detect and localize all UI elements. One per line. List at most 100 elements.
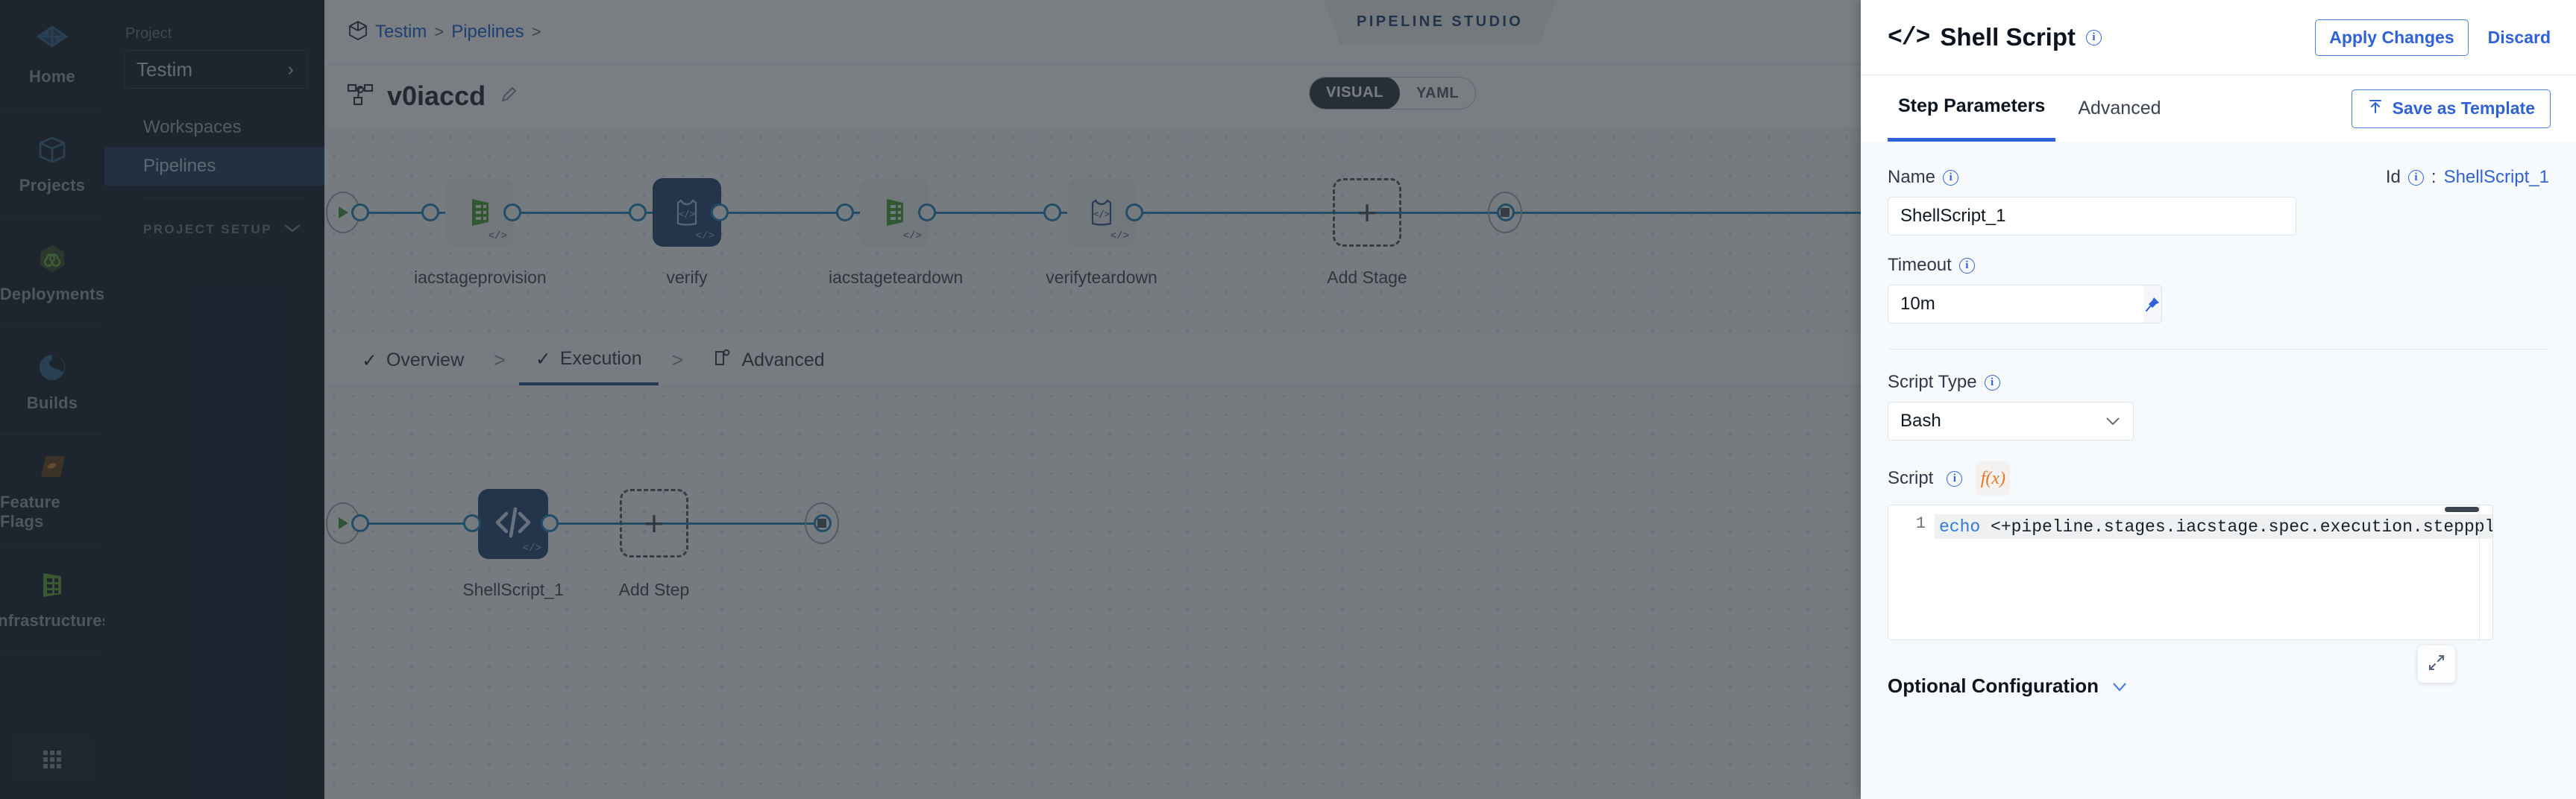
function-icon[interactable]: f(x) — [1976, 461, 2011, 496]
name-id-row: Name i Id i : ShellScript_1 — [1888, 167, 2549, 188]
tab-label: Execution — [559, 348, 642, 369]
rail-item-home[interactable]: Home — [0, 0, 104, 108]
script-type-select[interactable]: Bash — [1888, 402, 2134, 440]
project-setup-section[interactable]: PROJECT SETUP — [104, 215, 324, 244]
name-input[interactable] — [1888, 197, 2296, 236]
pipeline-nodes-icon — [347, 82, 374, 111]
tab-drawer-advanced[interactable]: Advanced — [2067, 75, 2171, 142]
flag-hex-icon — [33, 447, 72, 486]
save-template-label: Save as Template — [2392, 98, 2535, 118]
tab-advanced[interactable]: Advanced — [697, 336, 841, 385]
project-selector[interactable]: Testim › — [124, 50, 308, 89]
sidebar-item-pipelines[interactable]: Pipelines — [104, 147, 324, 186]
id-label: Id — [2385, 167, 2401, 187]
script-type-label-group: Script Type i — [1888, 372, 2549, 393]
save-as-template-button[interactable]: Save as Template — [2351, 89, 2551, 128]
rail-item-deployments[interactable]: Deployments — [0, 218, 104, 326]
project-name: Testim — [136, 57, 193, 80]
nav-item-label: Workspaces — [143, 117, 242, 137]
tab-separator: > — [494, 349, 506, 371]
pin-icon[interactable] — [2143, 285, 2162, 323]
stage-type-badge: </> — [902, 230, 922, 242]
connector-dot — [503, 203, 521, 221]
fx-label: f(x) — [1980, 468, 2006, 488]
editor-hscrollbar[interactable] — [2445, 507, 2479, 512]
stage-label: verifyteardown — [1046, 268, 1157, 287]
line-number: 1 — [1915, 514, 1926, 533]
expand-editor-button[interactable] — [2418, 645, 2455, 683]
nav-item-label: Pipelines — [143, 156, 216, 176]
check-icon: ✓ — [535, 348, 551, 370]
cube-icon — [348, 20, 368, 45]
timeout-input[interactable] — [1888, 285, 2143, 323]
tab-separator: > — [671, 349, 684, 371]
chevron-down-icon — [2111, 675, 2129, 698]
tab-step-parameters[interactable]: Step Parameters — [1888, 75, 2056, 142]
info-icon[interactable]: i — [2407, 169, 2424, 186]
info-icon[interactable]: i — [2085, 29, 2102, 45]
connector-dot — [351, 203, 369, 221]
stage-label: verify — [666, 268, 708, 287]
stage-label: iacstageteardown — [829, 268, 964, 287]
project-setup-label: PROJECT SETUP — [143, 222, 272, 236]
apply-changes-button[interactable]: Apply Changes — [2315, 19, 2469, 56]
breadcrumb-item-project[interactable]: Testim — [375, 22, 427, 42]
optional-configuration-section[interactable]: Optional Configuration — [1888, 675, 2549, 698]
breadcrumb-separator: > — [531, 22, 541, 41]
rail-item-projects[interactable]: Projects — [0, 109, 104, 217]
info-icon[interactable]: i — [1958, 257, 1975, 274]
rail-item-infrastructures[interactable]: Infrastructures — [0, 544, 111, 652]
script-label-group: Script i f(x) — [1888, 461, 2549, 496]
divider — [1888, 349, 2549, 350]
id-value[interactable]: ShellScript_1 — [2443, 167, 2549, 187]
code-tail: ppl — [2463, 517, 2492, 537]
code-brackets-icon — [492, 503, 534, 546]
stage-type-badge: </> — [695, 230, 714, 242]
infinity-hex-icon — [33, 239, 72, 278]
step-node-shellscript-1[interactable]: </> — [478, 489, 548, 559]
script-label: Script — [1888, 468, 1934, 488]
info-icon[interactable]: i — [1947, 470, 1963, 487]
home-diamond-icon — [33, 22, 72, 60]
rail-label: Deployments — [0, 285, 105, 303]
connector-dot — [711, 203, 729, 221]
code-rest: <+pipeline.stages.iacstage.spec.executio… — [1980, 517, 2464, 537]
script-editor[interactable]: 1 echo <+pipeline.stages.iacstage.spec.e… — [1888, 505, 2493, 640]
project-nav: Project Testim › Workspaces Pipelines PR… — [104, 0, 324, 799]
connector-dot — [421, 203, 439, 221]
svg-text:</>: </> — [1093, 209, 1110, 219]
box-icon — [33, 130, 72, 169]
view-toggle[interactable]: VISUAL YAML — [1309, 77, 1477, 110]
check-icon: ✓ — [362, 350, 377, 371]
stage-type-badge: </> — [488, 230, 507, 242]
toggle-option-visual[interactable]: VISUAL — [1310, 78, 1400, 109]
add-stage-button[interactable]: + — [1333, 178, 1401, 247]
rail-item-builds[interactable]: Builds — [0, 326, 104, 435]
discard-button[interactable]: Discard — [2487, 27, 2551, 47]
tab-label: Advanced — [2078, 98, 2161, 119]
sidebar-item-workspaces[interactable]: Workspaces — [104, 108, 324, 147]
step-connector — [360, 522, 823, 525]
breadcrumb-item-pipelines[interactable]: Pipelines — [451, 22, 524, 42]
optional-configuration-label: Optional Configuration — [1888, 675, 2099, 697]
code-line: echo <+pipeline.stages.iacstage.spec.exe… — [1935, 514, 2492, 539]
add-step-label: Add Step — [618, 580, 690, 599]
add-step-button[interactable]: + — [620, 489, 688, 558]
tab-overview[interactable]: ✓ Overview — [345, 336, 480, 385]
info-icon[interactable]: i — [1984, 374, 2000, 391]
code-tags-icon: </> — [1888, 23, 1930, 51]
rail-item-feature-flags[interactable]: Feature Flags — [0, 435, 104, 543]
grid-apps-icon[interactable] — [10, 736, 94, 783]
info-icon[interactable]: i — [1943, 169, 1959, 186]
toggle-option-yaml[interactable]: YAML — [1416, 85, 1460, 101]
project-label: Project — [125, 25, 172, 42]
pipeline-studio-tag: PIPELINE STUDIO — [1324, 0, 1556, 45]
step-config-drawer: </> Shell Script i Apply Changes Discard… — [1861, 0, 2576, 799]
tab-execution[interactable]: ✓ Execution — [518, 336, 659, 385]
editor-rule — [2479, 505, 2480, 639]
nav-list: Workspaces Pipelines — [104, 108, 324, 186]
pencil-icon[interactable] — [499, 85, 518, 108]
stage-type-badge: </> — [1110, 230, 1129, 242]
code-keyword: echo — [1939, 517, 1981, 537]
connector-dot — [918, 203, 936, 221]
